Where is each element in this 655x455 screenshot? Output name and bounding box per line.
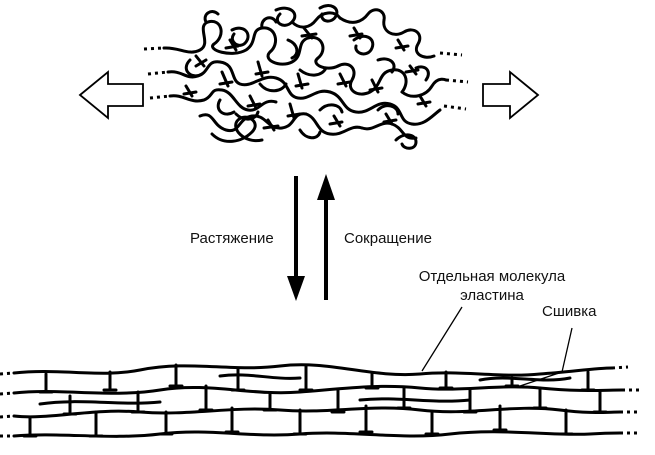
stretch-label: Растяжение	[190, 230, 274, 247]
molecule-leader-line	[421, 306, 463, 372]
coiled-molecules	[162, 4, 448, 150]
arrow-down-icon	[287, 176, 305, 301]
crosslink-label: Сшивка	[542, 303, 597, 320]
contraction-label: Сокращение	[344, 230, 432, 247]
network-dotted-ends-left	[143, 46, 171, 100]
hollow-arrow-right-icon	[482, 70, 540, 120]
elastin-molecule-label: Отдельная молекула эластина	[394, 267, 590, 305]
stretched-elastin-network	[0, 363, 640, 438]
elastin-molecule-label-line1: Отдельная молекула	[418, 268, 566, 285]
arrow-up-icon	[317, 174, 335, 300]
relaxed-elastin-network	[143, 4, 469, 150]
stretched-fibers	[12, 363, 624, 438]
stretched-crosslinks	[22, 363, 608, 438]
elastin-molecule-label-line2: эластина	[460, 287, 524, 304]
network-dotted-ends-right	[439, 51, 469, 111]
hollow-arrow-left-icon	[78, 70, 144, 120]
stretched-dotted-ends	[0, 365, 640, 438]
network-crosslinks	[182, 26, 432, 132]
